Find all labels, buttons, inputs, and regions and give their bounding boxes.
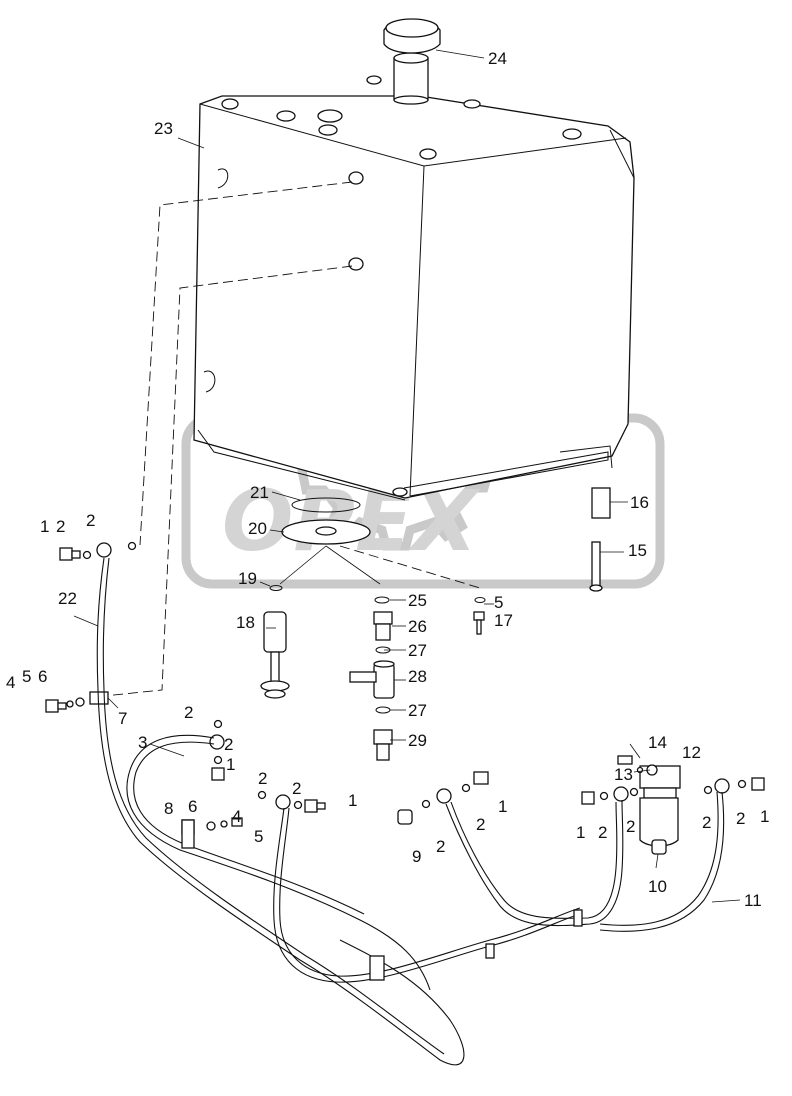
callout-1-top-left: 1 [40, 517, 49, 536]
callout-2-right-a: 2 [436, 837, 445, 856]
callout-18: 18 [236, 613, 255, 632]
hoses [96, 557, 725, 1066]
callout-1-center: 1 [348, 791, 357, 810]
callout-6-left: 6 [38, 667, 47, 686]
callout-21: 21 [250, 483, 269, 502]
callout-25: 25 [408, 591, 427, 610]
callout-1-filter-left: 1 [576, 823, 585, 842]
callout-14: 14 [648, 733, 667, 752]
suction-strainer [260, 611, 290, 699]
callout-12: 12 [682, 743, 701, 762]
callout-11: 11 [744, 891, 762, 910]
callout-2-filter-left-a: 2 [598, 823, 607, 842]
callout-27-upper: 27 [408, 641, 427, 660]
callout-2-group3-mid: 2 [224, 735, 233, 754]
callout-2-center-a: 2 [258, 769, 267, 788]
callout-13: 13 [614, 765, 633, 784]
callout-2-filter-left-b: 2 [626, 817, 635, 836]
callout-5-drain: 5 [494, 593, 503, 612]
callout-8: 8 [164, 799, 173, 818]
callout-2-filter-right-b: 2 [736, 809, 745, 828]
callout-6-center: 6 [188, 797, 197, 816]
clamp-group-left [45, 691, 109, 713]
callout-5-center: 5 [254, 827, 263, 846]
hidden-line-lower [103, 265, 353, 697]
callout-3: 3 [138, 733, 147, 752]
callout-1-right: 1 [498, 797, 507, 816]
washer-25 [374, 596, 390, 604]
leader-lines [73, 49, 741, 903]
callout-5-left: 5 [22, 667, 31, 686]
fitting-group-3 [209, 719, 225, 781]
tee-fitting-28 [349, 660, 395, 699]
callout-4-center: 4 [232, 807, 241, 826]
callout-19: 19 [238, 569, 257, 588]
washer-19 [269, 585, 283, 591]
callout-10: 10 [648, 877, 667, 896]
callout-20: 20 [248, 519, 267, 538]
long-bolt [589, 541, 603, 592]
callout-17: 17 [494, 611, 513, 630]
callout-2-center-b: 2 [292, 779, 301, 798]
callout-22: 22 [58, 589, 77, 608]
fitting-group-filter-right [703, 777, 765, 795]
callout-27-lower: 27 [408, 701, 427, 720]
callout-2-filter-right-a: 2 [702, 813, 711, 832]
fitting-group-filter-left [581, 786, 639, 805]
callout-1-group3: 1 [226, 755, 235, 774]
callout-2-top-left: 2 [56, 517, 65, 536]
hidden-line-upper [139, 181, 353, 546]
fitting-group-left-top [59, 541, 137, 561]
fitting-group-center [257, 790, 326, 813]
callout-24: 24 [488, 49, 507, 68]
plug-29 [373, 729, 393, 761]
hidden-line-drain [339, 545, 481, 589]
callout-9: 9 [412, 847, 421, 866]
callout-7: 7 [118, 709, 127, 728]
callout-1-filter-right: 1 [760, 807, 769, 826]
o-ring-27b [375, 706, 391, 714]
suction-flange [281, 519, 371, 545]
hydraulic-tank [193, 75, 635, 501]
callout-16: 16 [630, 493, 649, 512]
callout-15: 15 [628, 541, 647, 560]
callout-numbers: 24 23 21 20 16 15 19 25 5 17 26 27 18 28… [6, 49, 769, 910]
callout-29: 29 [408, 731, 427, 750]
fitting-group-9 [397, 771, 489, 825]
callout-2-group3-top: 2 [184, 703, 193, 722]
washer-5a [474, 597, 486, 603]
callout-2-right-b: 2 [476, 815, 485, 834]
fitting-26 [373, 611, 393, 641]
callout-23: 23 [154, 119, 173, 138]
callout-28: 28 [408, 667, 427, 686]
callout-2-top-right: 2 [86, 511, 95, 530]
callout-26: 26 [408, 617, 427, 636]
callout-4-left: 4 [6, 673, 15, 692]
gasket [291, 497, 361, 513]
bolt-17 [473, 611, 485, 635]
filler-cap [383, 18, 441, 105]
sleeve [591, 487, 611, 519]
